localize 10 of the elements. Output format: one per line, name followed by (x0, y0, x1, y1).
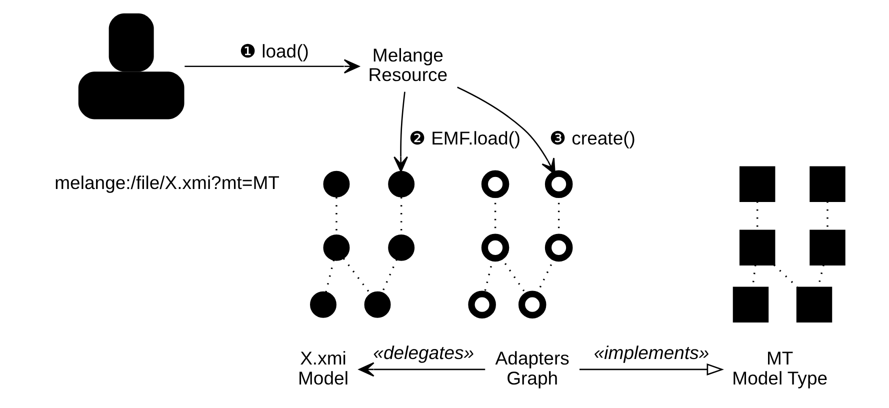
edge-label: ❸ create() (549, 128, 635, 149)
edge-label: ❷ EMF.load() (408, 128, 520, 149)
label: melange:/file/X.xmi?mt=MT (54, 172, 279, 194)
edge-label: ❶ load() (238, 40, 308, 62)
node-text: MT Model Type (732, 347, 828, 388)
edge-label: «implements» (593, 342, 709, 364)
edge-label: «delegates» (372, 342, 474, 364)
node-text: Adapters Graph (494, 347, 569, 388)
node-text: X.xmi Model (298, 347, 348, 388)
node-text: Melange Resource (368, 44, 448, 86)
